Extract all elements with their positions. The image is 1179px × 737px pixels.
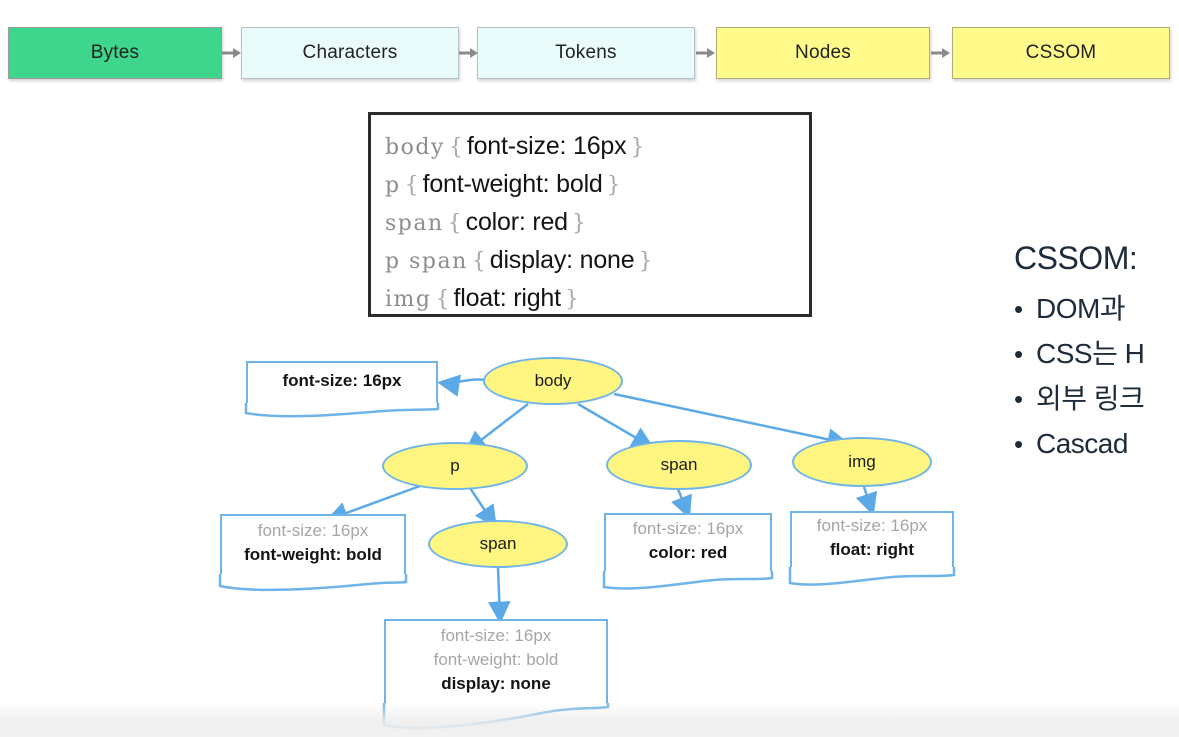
- edge-body-to-span: [577, 402, 655, 449]
- pipeline-step-label: Characters: [302, 42, 398, 63]
- callout-p-span-styles: font-size: 16px font-weight: bold displa…: [384, 619, 608, 705]
- css-open-brace: {: [404, 173, 419, 198]
- tree-node-label: img: [848, 452, 876, 471]
- style-prop: color: red: [648, 543, 728, 562]
- bottom-vignette: [0, 703, 1179, 737]
- pipeline-step-label: Tokens: [555, 42, 617, 63]
- tree-node-label: p: [450, 456, 460, 475]
- css-declaration: color: red: [465, 208, 568, 236]
- callout-torn-edge: [382, 703, 610, 730]
- css-open-brace: {: [471, 249, 486, 274]
- pipeline-arrow-icon: [222, 48, 241, 58]
- pipeline-step-label: Nodes: [795, 42, 851, 63]
- pipeline-step-bytes: Bytes: [8, 27, 222, 79]
- pipeline-arrow-icon: [696, 48, 715, 58]
- pipeline-arrow-icon: [931, 48, 950, 58]
- style-prop: display: none: [441, 674, 551, 693]
- style-prop: font-weight: bold: [433, 650, 559, 669]
- tree-node-span: span: [606, 440, 752, 490]
- callout-body-styles: font-size: 16px: [246, 361, 438, 405]
- notes-list-item: • Cascad: [1014, 426, 1179, 462]
- edge-p-to-span: [468, 487, 497, 529]
- tree-node-p: p: [382, 442, 528, 490]
- css-rule-line: p{font-weight: bold}: [385, 165, 809, 203]
- pipeline-step-nodes: Nodes: [716, 27, 930, 79]
- tree-node-label: span: [479, 534, 517, 553]
- css-selector: p span: [385, 249, 468, 274]
- pipeline-step-characters: Characters: [241, 27, 459, 79]
- bullet-icon: •: [1014, 339, 1024, 369]
- cssom-pipeline: Bytes Characters Tokens Nodes CSSOM: [0, 0, 1179, 100]
- pipeline-arrow-icon: [459, 48, 478, 58]
- tree-node-body: body: [483, 357, 623, 405]
- css-declaration: float: right: [453, 284, 561, 312]
- bullet-icon: •: [1014, 429, 1024, 459]
- notes-list-item: • 외부 링크: [1014, 381, 1179, 417]
- style-prop: font-size: 16px: [257, 521, 369, 540]
- style-prop: font-size: 16px: [816, 516, 928, 535]
- css-open-brace: {: [448, 135, 463, 160]
- css-selector: p: [385, 173, 401, 198]
- tree-node-img: img: [792, 437, 932, 487]
- css-rule-line: img{float: right}: [385, 279, 809, 317]
- notes-item-text: Cascad: [1036, 428, 1128, 459]
- css-open-brace: {: [435, 287, 450, 312]
- notes-title: CSSOM:: [1014, 240, 1138, 276]
- css-declaration: display: none: [489, 246, 635, 274]
- callout-img-styles: font-size: 16px float: right: [790, 511, 954, 569]
- style-prop: font-size: 16px: [440, 626, 552, 645]
- css-close-brace: }: [630, 135, 645, 160]
- style-prop: font-size: 16px: [282, 371, 402, 390]
- css-selector: img: [385, 287, 432, 312]
- pipeline-step-cssom: CSSOM: [952, 27, 1170, 79]
- notes-item-text: CSS는 H: [1036, 338, 1145, 369]
- pipeline-step-label: Bytes: [90, 42, 140, 63]
- notes-list-item: • CSS는 H: [1014, 336, 1179, 372]
- css-close-brace: }: [571, 211, 586, 236]
- callout-span-styles: font-size: 16px color: red: [604, 513, 772, 573]
- edge-span-to-styles: [671, 488, 692, 519]
- style-prop: font-weight: bold: [244, 545, 382, 564]
- edge-body-to-img: [613, 392, 850, 451]
- css-declaration: font-size: 16px: [466, 132, 627, 160]
- css-open-brace: {: [447, 211, 462, 236]
- bullet-icon: •: [1014, 294, 1024, 324]
- css-close-brace: }: [564, 287, 579, 312]
- pipeline-step-label: CSSOM: [1025, 42, 1097, 63]
- css-code-block: body{font-size: 16px} p{font-weight: bol…: [368, 112, 812, 317]
- tree-node-p-span: span: [428, 520, 568, 568]
- notes-item-text: DOM과: [1036, 293, 1126, 324]
- tree-node-label: span: [660, 455, 698, 474]
- style-prop: float: right: [829, 540, 915, 559]
- css-close-brace: }: [606, 173, 621, 198]
- edge-img-to-styles: [855, 486, 878, 516]
- edge-pspan-to-styles: [488, 567, 511, 624]
- bullet-icon: •: [1014, 384, 1024, 414]
- css-rule-line: span{color: red}: [385, 203, 809, 241]
- css-close-brace: }: [638, 249, 653, 274]
- notes-list-item: • DOM과: [1014, 291, 1179, 327]
- pipeline-step-tokens: Tokens: [477, 27, 695, 79]
- css-selector: body: [385, 135, 445, 160]
- tree-node-label: body: [534, 371, 572, 390]
- callout-p-styles: font-size: 16px font-weight: bold: [220, 514, 406, 576]
- css-rule-line: body{font-size: 16px}: [385, 127, 809, 165]
- style-prop: font-size: 16px: [632, 519, 744, 538]
- css-rule-line: p span{display: none}: [385, 241, 809, 279]
- css-selector: span: [385, 211, 444, 236]
- cssom-notes-panel: CSSOM: • DOM과 • CSS는 H • 외부 링크 • Cascad: [1014, 240, 1179, 530]
- notes-item-text: 외부 링크: [1036, 383, 1145, 414]
- css-declaration: font-weight: bold: [422, 170, 603, 198]
